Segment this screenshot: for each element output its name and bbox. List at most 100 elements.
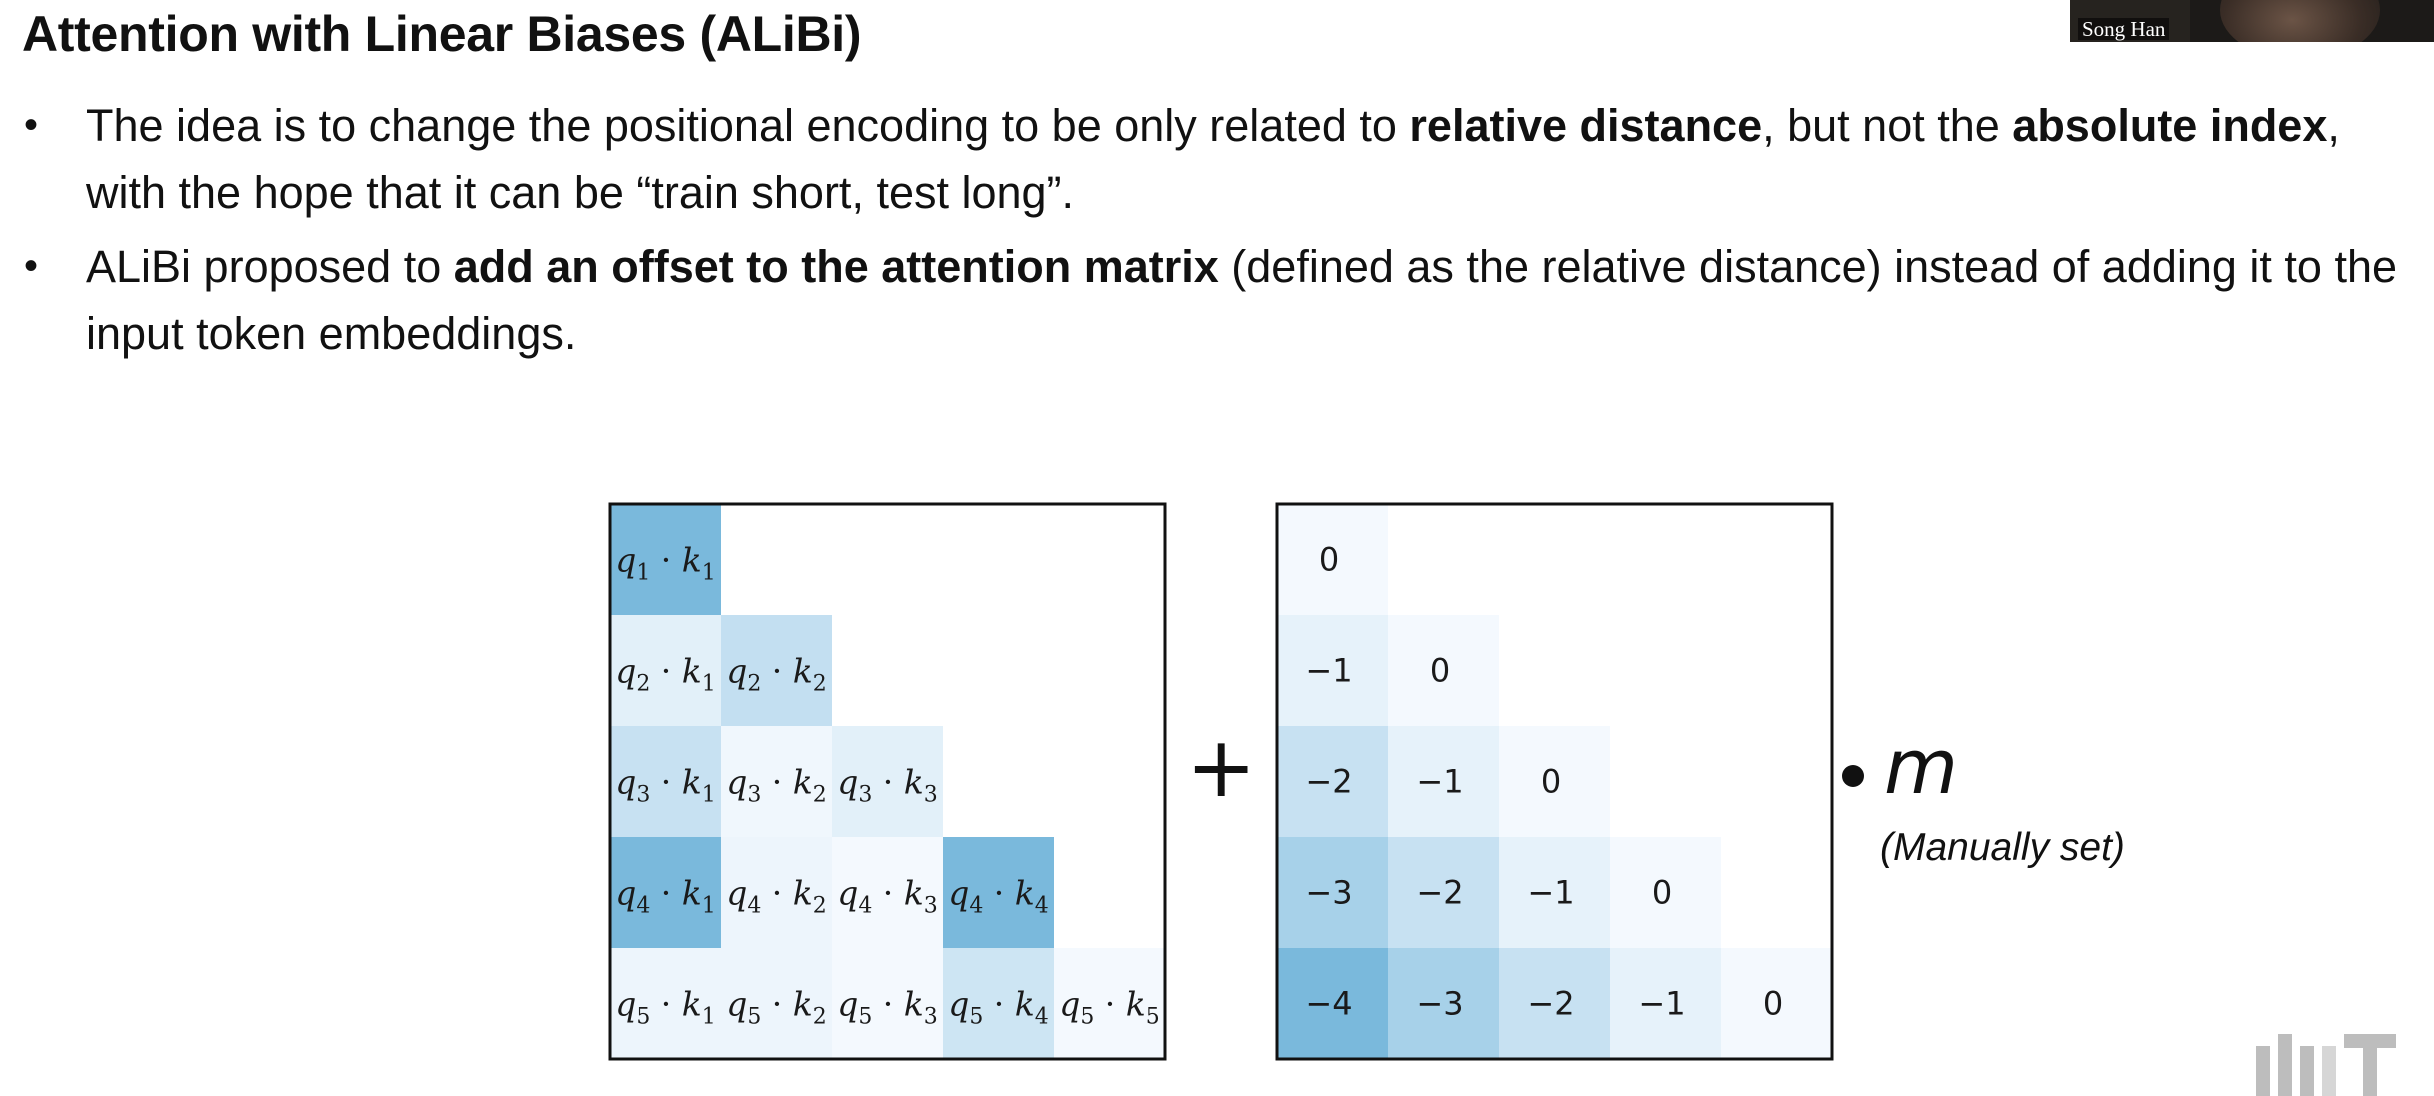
- matrix-cell: [610, 615, 721, 726]
- query-index: 5: [636, 1005, 650, 1030]
- bullet-item: • ALiBi proposed to add an offset to the…: [22, 233, 2412, 367]
- relative-distance-value: −1: [1527, 874, 1574, 912]
- matrix-cell: [1499, 948, 1610, 1059]
- speaker-name-label: Song Han: [2078, 18, 2170, 40]
- query-index: 4: [969, 894, 983, 919]
- matrix-cell: [1499, 837, 1610, 948]
- query-index: 3: [858, 783, 872, 808]
- matrix-cell: [1388, 837, 1499, 948]
- query-index: 5: [858, 1005, 872, 1030]
- speaker-video-thumbnail: Song Han: [2070, 0, 2434, 42]
- bullet-text-segment: (defined as the relative distance) inste…: [86, 241, 2398, 359]
- query-key-dot-label: q3 · k2: [726, 763, 827, 808]
- query-key-dot-label: q2 · k2: [726, 652, 827, 697]
- key-index: 1: [702, 783, 716, 808]
- query-index: 5: [969, 1005, 983, 1030]
- matrix-cell: [1610, 948, 1721, 1059]
- bullet-text: ALiBi proposed to add an offset to the a…: [86, 241, 2397, 359]
- query-key-dot-label: q5 · k4: [948, 985, 1049, 1030]
- attention-score-matrix-border: [608, 502, 1167, 1061]
- query-index: 2: [747, 672, 761, 697]
- matrix-cell: [721, 615, 832, 726]
- matrix-cell: [1499, 726, 1610, 837]
- query-key-dot-label: q1 · k1: [615, 541, 716, 586]
- bullet-dot-icon: •: [24, 103, 39, 147]
- bullet-bold-phrase: absolute index: [2012, 100, 2328, 151]
- key-index: 2: [813, 783, 827, 808]
- bullet-bold-phrase: add an offset to the attention matrix: [453, 241, 1219, 292]
- bullet-dot-icon: •: [24, 244, 39, 288]
- query-index: 4: [858, 894, 872, 919]
- relative-distance-value: −1: [1416, 763, 1463, 801]
- query-key-dot-label: q3 · k3: [837, 763, 938, 808]
- matrix-cell: [1388, 726, 1499, 837]
- bullet-text-segment: ALiBi proposed to: [86, 241, 454, 292]
- figure-anchor: [0, 0, 1, 1]
- key-index: 3: [924, 783, 938, 808]
- matrix-cell: [832, 948, 943, 1059]
- key-index: 4: [1035, 894, 1049, 919]
- query-index: 4: [636, 894, 650, 919]
- bullet-text: The idea is to change the positional enc…: [86, 100, 2340, 218]
- linear-bias-matrix-border: [1275, 502, 1834, 1061]
- query-key-dot-label: q4 · k4: [948, 874, 1049, 919]
- matrix-cell: [832, 837, 943, 948]
- relative-distance-value: −4: [1305, 985, 1352, 1023]
- matrix-cell: [1388, 948, 1499, 1059]
- query-key-dot-label: q5 · k1: [615, 985, 716, 1030]
- matrix-cell: [1610, 837, 1721, 948]
- slope-manual-note: (Manually set): [1880, 826, 2125, 869]
- bullet-text-segment: , with the hope that it can be “train sh…: [86, 100, 2340, 218]
- slope-m-label: m: [1884, 722, 1959, 811]
- relative-distance-value: 0: [1652, 874, 1672, 912]
- bullet-item: • The idea is to change the positional e…: [22, 92, 2412, 226]
- matrix-cell: [610, 948, 721, 1059]
- matrix-cell: [1277, 837, 1388, 948]
- multiply-dot-icon: [1842, 765, 1864, 787]
- query-index: 5: [747, 1005, 761, 1030]
- key-index: 2: [813, 1005, 827, 1030]
- matrix-cell: [1277, 726, 1388, 837]
- bullet-bold-phrase: relative distance: [1409, 100, 1763, 151]
- query-key-dot-label: q4 · k2: [726, 874, 827, 919]
- relative-distance-value: 0: [1319, 541, 1339, 579]
- matrix-cell: [721, 948, 832, 1059]
- matrix-cell: [1277, 615, 1388, 726]
- relative-distance-value: −1: [1638, 985, 1685, 1023]
- matrix-cell: [721, 726, 832, 837]
- bullet-list: • The idea is to change the positional e…: [22, 92, 2412, 374]
- key-index: 1: [702, 672, 716, 697]
- query-index: 2: [636, 672, 650, 697]
- query-index: 5: [1080, 1005, 1094, 1030]
- slide-title: Attention with Linear Biases (ALiBi): [22, 6, 862, 62]
- key-index: 3: [924, 1005, 938, 1030]
- plus-sign: +: [1186, 718, 1257, 816]
- query-key-dot-label: q5 · k2: [726, 985, 827, 1030]
- relative-distance-value: 0: [1541, 763, 1561, 801]
- query-key-dot-label: q4 · k1: [615, 874, 716, 919]
- matrix-cell: [1721, 948, 1832, 1059]
- relative-distance-value: −2: [1527, 985, 1574, 1023]
- key-index: 2: [813, 672, 827, 697]
- relative-distance-value: −3: [1305, 874, 1352, 912]
- relative-distance-value: 0: [1430, 652, 1450, 690]
- key-index: 1: [702, 561, 716, 586]
- query-key-dot-label: q2 · k1: [615, 652, 716, 697]
- query-key-dot-label: q5 · k3: [837, 985, 938, 1030]
- key-index: 1: [702, 894, 716, 919]
- key-index: 4: [1035, 1005, 1049, 1030]
- relative-distance-value: −2: [1305, 763, 1352, 801]
- key-index: 1: [702, 1005, 716, 1030]
- matrix-cell: [610, 837, 721, 948]
- matrix-cell: [943, 837, 1054, 948]
- matrix-cell: [1388, 615, 1499, 726]
- speaker-silhouette: [2220, 0, 2380, 42]
- key-index: 3: [924, 894, 938, 919]
- matrix-cell: [943, 948, 1054, 1059]
- key-index: 2: [813, 894, 827, 919]
- matrix-cell: [1277, 504, 1388, 615]
- query-index: 4: [747, 894, 761, 919]
